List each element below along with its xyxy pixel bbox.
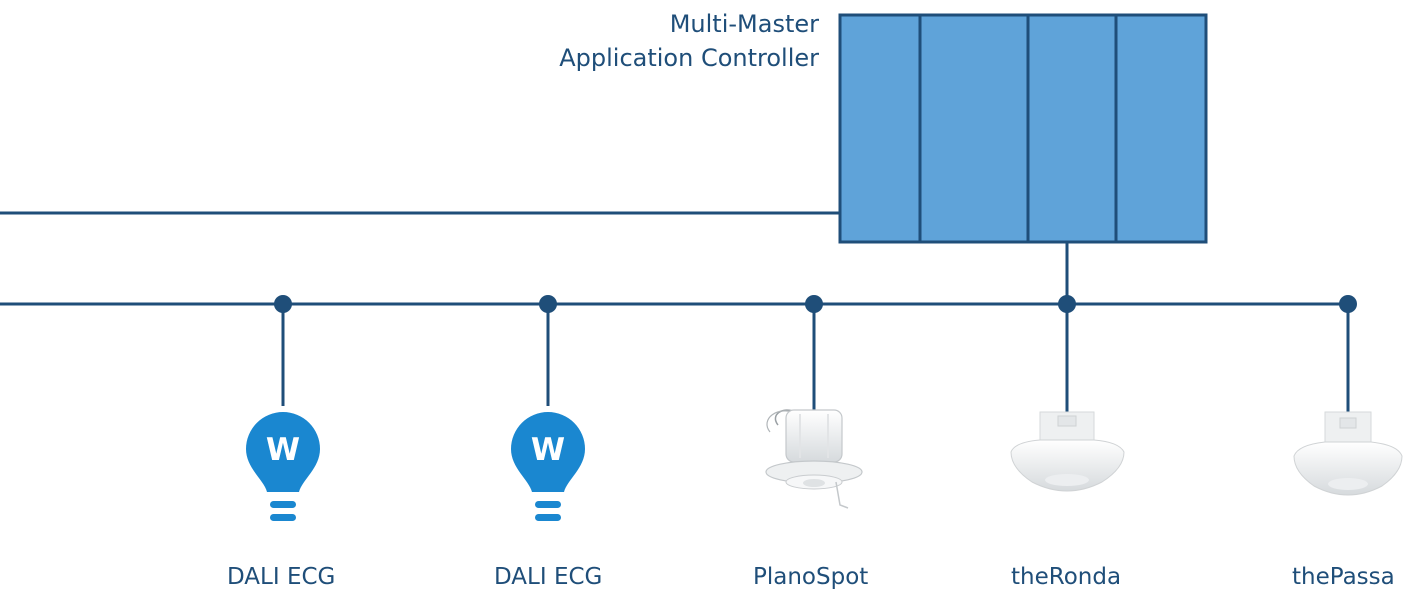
ceiling-sensor-icon: [765, 409, 863, 509]
bulb-letter: W: [531, 432, 565, 468]
device-label-planospot: PlanoSpot: [753, 564, 869, 590]
controller-title-line1: Multi-Master: [669, 10, 819, 38]
bulb-letter: W: [266, 432, 300, 468]
bus-node-1: [274, 295, 292, 406]
bus-node-4: [1058, 295, 1076, 412]
multi-master-controller: [838, 13, 1208, 244]
presence-detector-icon: [1010, 411, 1125, 492]
bus-node-3: [805, 295, 823, 410]
device-label-dali-ecg-1: DALI ECG: [227, 564, 336, 590]
device-label-theronda: theRonda: [1011, 564, 1122, 590]
controller-title-line2: Application Controller: [559, 44, 819, 72]
presence-detector-icon: [1293, 411, 1403, 496]
lightbulb-icon: W: [511, 412, 585, 521]
bus-node-2: [539, 295, 557, 406]
bus-node-5: [1339, 295, 1357, 412]
lightbulb-icon: W: [246, 412, 320, 521]
device-label-dali-ecg-2: DALI ECG: [494, 564, 603, 590]
device-label-thepassa: thePassa: [1292, 564, 1395, 590]
